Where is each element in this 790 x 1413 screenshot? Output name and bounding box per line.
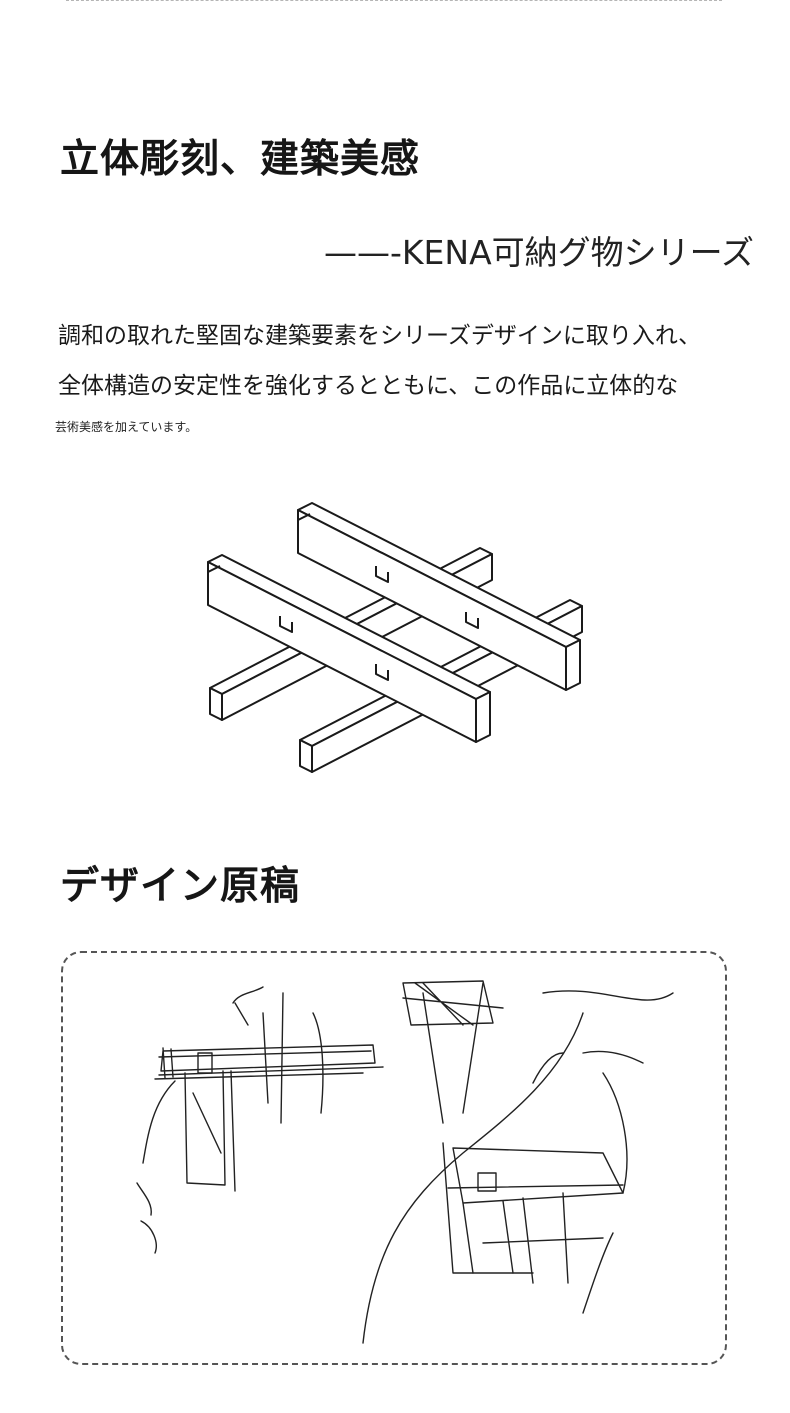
- upper-beam-front: [207, 554, 491, 743]
- interlocking-beam-illustration: [207, 502, 583, 773]
- design-sketch-panel: [61, 951, 727, 1365]
- joint-blocks: [207, 510, 581, 702]
- description-line-1: 調和の取れた堅固な建築要素をシリーズデザインに取り入れ、: [58, 323, 702, 349]
- section-heading-design-drafts: デザイン原稿: [60, 864, 301, 909]
- left-pencil-sketch: [136, 986, 384, 1254]
- series-subtitle: ——-KENA可納グ物シリーズ: [323, 233, 754, 272]
- right-pencil-sketch: [362, 980, 674, 1344]
- top-dashed-divider: [66, 0, 722, 1]
- description-line-2: 全体構造の安定性を強化するとともに、この作品に立体的な: [58, 373, 679, 399]
- section-heading-sculpture: 立体彫刻、建築美感: [60, 137, 421, 182]
- description-note: 芸術美感を加えています。: [55, 420, 198, 434]
